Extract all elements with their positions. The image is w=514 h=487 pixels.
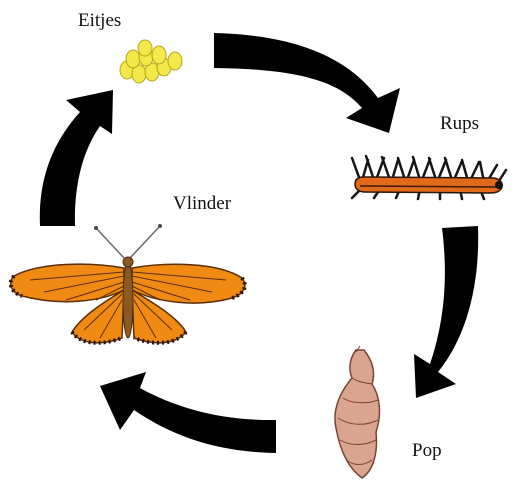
caterpillar-illustration [352,156,506,199]
arrow-pupa-to-butterfly [100,372,276,453]
label-butterfly: Vlinder [173,193,231,215]
arrow-butterfly-to-eggs [40,90,113,226]
cycle-arrows [40,33,478,453]
arrow-eggs-to-caterpillar [214,33,400,133]
pupa-illustration [335,346,380,478]
label-pupa: Pop [412,440,442,462]
label-eggs: Eitjes [78,10,121,32]
butterfly-illustration [11,224,245,343]
label-caterpillar: Rups [440,113,479,135]
arrow-caterpillar-to-pupa [414,226,478,398]
eggs-illustration [120,40,182,83]
